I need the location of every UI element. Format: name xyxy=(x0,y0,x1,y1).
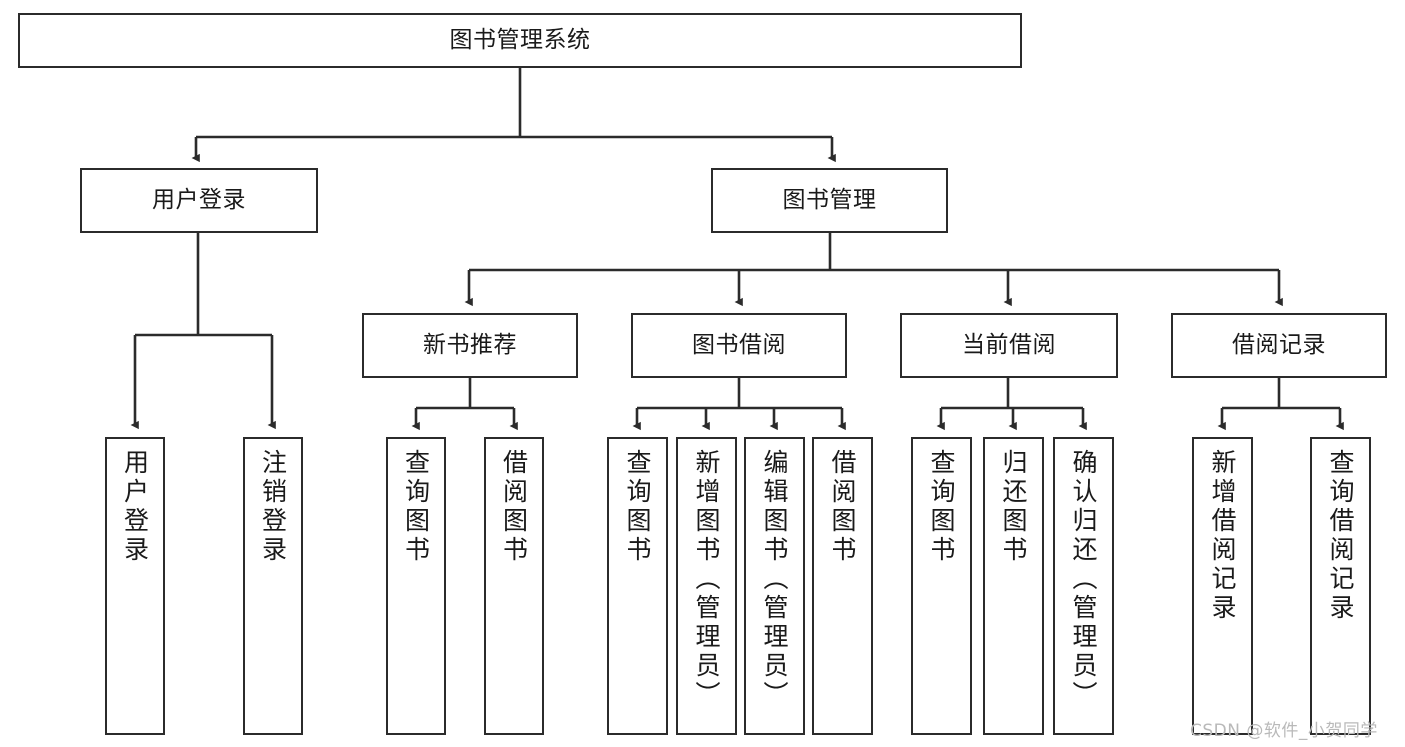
edge-group-borrow-record xyxy=(1217,378,1344,431)
edge-group-book-borrow xyxy=(632,378,846,431)
node-current-borrow[interactable]: 当前借阅 xyxy=(900,313,1118,378)
csdn-watermark: CSDN @软件_小贺同学 xyxy=(1190,721,1378,741)
node-leaf-cur-return-label: 归还图书 xyxy=(999,449,1028,565)
node-leaf-cur-confirm[interactable]: 确认归还（管理员） xyxy=(1053,437,1114,735)
node-leaf-borrow-do-label: 借阅图书 xyxy=(828,449,857,565)
node-leaf-user-login[interactable]: 用户登录 xyxy=(105,437,165,735)
node-leaf-borrow-edit[interactable]: 编辑图书（管理员） xyxy=(744,437,805,735)
node-leaf-user-logout-label: 注销登录 xyxy=(258,449,288,565)
node-leaf-cur-return[interactable]: 归还图书 xyxy=(983,437,1044,735)
node-leaf-borrow-edit-label: 编辑图书（管理员） xyxy=(760,449,789,710)
node-borrow-record[interactable]: 借阅记录 xyxy=(1171,313,1387,378)
node-leaf-rec-search-label: 查询借阅记录 xyxy=(1326,449,1355,623)
node-leaf-cur-query-label: 查询图书 xyxy=(927,449,956,565)
node-current-borrow-label: 当前借阅 xyxy=(962,331,1056,358)
node-new-book-rec-label: 新书推荐 xyxy=(423,331,517,358)
node-book-borrow-label: 图书借阅 xyxy=(692,331,786,358)
node-leaf-rec-borrow[interactable]: 借阅图书 xyxy=(484,437,544,735)
edge-group-book-manage xyxy=(464,233,1283,307)
node-leaf-borrow-add-label: 新增图书（管理员） xyxy=(692,449,721,710)
node-leaf-rec-search[interactable]: 查询借阅记录 xyxy=(1310,437,1371,735)
node-leaf-borrow-query[interactable]: 查询图书 xyxy=(607,437,668,735)
node-leaf-rec-borrow-label: 借阅图书 xyxy=(499,449,529,565)
node-leaf-user-login-label: 用户登录 xyxy=(120,449,150,565)
node-leaf-rec-query-label: 查询图书 xyxy=(401,449,431,565)
node-user-login-label: 用户登录 xyxy=(152,186,246,213)
edge-group-user-login xyxy=(130,233,276,430)
node-book-manage[interactable]: 图书管理 xyxy=(711,168,948,233)
node-book-borrow[interactable]: 图书借阅 xyxy=(631,313,847,378)
node-leaf-rec-query[interactable]: 查询图书 xyxy=(386,437,446,735)
node-borrow-record-label: 借阅记录 xyxy=(1232,331,1326,358)
node-leaf-rec-add-label: 新增借阅记录 xyxy=(1208,449,1237,623)
node-root[interactable]: 图书管理系统 xyxy=(18,13,1022,68)
node-new-book-rec[interactable]: 新书推荐 xyxy=(362,313,578,378)
node-leaf-borrow-add[interactable]: 新增图书（管理员） xyxy=(676,437,737,735)
node-leaf-cur-confirm-label: 确认归还（管理员） xyxy=(1069,449,1098,710)
node-leaf-rec-add[interactable]: 新增借阅记录 xyxy=(1192,437,1253,735)
node-leaf-cur-query[interactable]: 查询图书 xyxy=(911,437,972,735)
edge-group-new-book-rec xyxy=(411,378,518,431)
node-leaf-borrow-do[interactable]: 借阅图书 xyxy=(812,437,873,735)
edge-group-root xyxy=(191,68,836,163)
edge-group-current-borrow xyxy=(936,378,1087,431)
node-book-manage-label: 图书管理 xyxy=(782,186,877,213)
node-user-login[interactable]: 用户登录 xyxy=(80,168,318,233)
node-root-label: 图书管理系统 xyxy=(449,26,591,53)
node-leaf-user-logout[interactable]: 注销登录 xyxy=(243,437,303,735)
node-leaf-borrow-query-label: 查询图书 xyxy=(623,449,652,565)
